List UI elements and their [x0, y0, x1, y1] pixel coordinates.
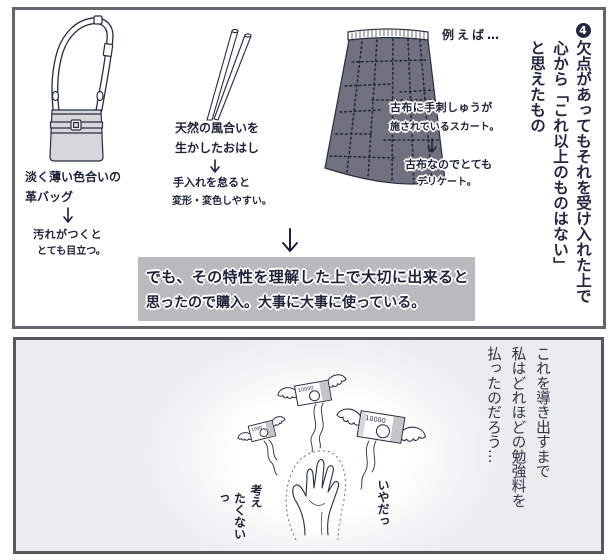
strap-ring-left: [51, 90, 60, 102]
skirt-label-line-2: 施されているスカート。: [390, 122, 500, 133]
conclusion-caption: でも、その特性を理解した上で大切に出来ると 思ったので購入。大事に大事に使ってい…: [138, 257, 475, 321]
hand-outline: [292, 458, 340, 536]
bill-shade-left: [357, 411, 367, 437]
number-badge: 4: [575, 23, 591, 38]
strap-ring-right: [96, 90, 104, 102]
wing-icon: [326, 374, 347, 388]
big-arrow-down-icon: [282, 228, 298, 252]
narration-line-3: 払ったのだろう…: [485, 346, 502, 464]
heading-line-1: 4 欠点があってもそれを受け入れた上で: [571, 23, 594, 315]
wing-icon: [277, 387, 298, 399]
bill-portrait: [309, 390, 321, 402]
skirt-icon: [324, 28, 446, 185]
wing-icon: [271, 416, 286, 427]
bag-label-line-1: 淡く薄い色合いの: [25, 170, 122, 184]
conclusion-line-1: でも、その特性を理解した上で大切に出来ると: [146, 268, 469, 286]
heading-line-2: 心から「これ以上のものはない」: [551, 40, 569, 273]
chopstick-1-end: [231, 28, 239, 34]
leather-bag-icon: [49, 15, 114, 162]
strap-buckle: [93, 15, 103, 25]
bill-shade: [389, 416, 405, 443]
bag-note-line-1: 汚れがつくと: [33, 228, 102, 241]
strap-adjuster: [102, 43, 114, 57]
bill-shade: [319, 380, 331, 401]
chopsticks-note-line-2: 変形・変色しやすい。: [172, 196, 272, 207]
bill-denomination: 10000: [365, 414, 387, 425]
bag-note-line-2: とても目立つ。: [37, 246, 106, 257]
raised-hand-icon: [285, 450, 346, 541]
money-trails: [263, 402, 377, 490]
speech-dont-want-to-think: 考え たくないっ: [216, 484, 264, 546]
bill-denomination: 10000: [297, 385, 314, 394]
bill-shade: [265, 420, 276, 438]
bill-portrait: [375, 424, 390, 439]
arrow-down-icon: [210, 159, 220, 173]
bag-body: [49, 109, 104, 162]
bag-strap-inner: [52, 18, 113, 113]
speech-no-way: いやだっ: [375, 479, 391, 529]
skirt-intro: 例えば…: [442, 28, 503, 42]
wing-icon: [237, 432, 253, 441]
hand-crease: [308, 499, 326, 536]
conclusion-line-2: 思ったので購入。大事に大事に使っている。: [146, 295, 426, 311]
chopsticks-label-line-2: 生かしたおはし: [175, 141, 260, 155]
skirt-note-line-2: デリケート。: [417, 177, 477, 188]
speech-left-line-2: たくないっ: [216, 492, 247, 540]
flying-bill-icon: 10000: [277, 374, 347, 407]
bill-portrait: [259, 428, 269, 438]
arrow-down-icon: [427, 138, 437, 153]
narration-line-1: これを導き出すまで: [534, 346, 551, 479]
narration-line-2: 私はどれほどの勉強料を: [509, 346, 527, 508]
bag-buckle-inner: [72, 121, 80, 129]
heading-text-1: 欠点があってもそれを受け入れた上で: [574, 40, 592, 304]
chopsticks-label-line-1: 天然の風合いを: [175, 121, 260, 135]
speech-left-line-1: 考え: [249, 484, 263, 508]
bag-label-line-2: 革バッグ: [25, 190, 74, 204]
skirt-stitches: [329, 38, 441, 184]
chopsticks-icon: [206, 28, 252, 121]
flying-bill-icon: 10000: [336, 408, 427, 444]
heading-line-3: と思えたもの: [528, 40, 546, 133]
wing-icon: [399, 426, 427, 442]
chopstick-2-end: [244, 33, 252, 38]
wing-icon: [336, 408, 362, 426]
chopsticks-note-line-1: 手入れを怠ると: [173, 176, 250, 189]
bill-denomination: 1000: [251, 425, 263, 434]
section-heading: 4 欠点があってもそれを受け入れた上で 心から「これ以上のものはない」 と思えたも…: [525, 23, 594, 315]
flying-bill-icon: 1000: [237, 416, 286, 443]
narration-text: これを導き出すまで 私はどれほどの勉強料を 払ったのだろう…: [480, 346, 554, 531]
speech-right-line: いやだっ: [376, 479, 390, 527]
skirt-note-line-1: 古布なのでとても: [405, 158, 493, 171]
waistband-ribbing: [351, 30, 425, 39]
arrow-down-icon: [63, 207, 73, 223]
skirt-label-line-1: 古布に手刺しゅうが: [390, 101, 493, 114]
